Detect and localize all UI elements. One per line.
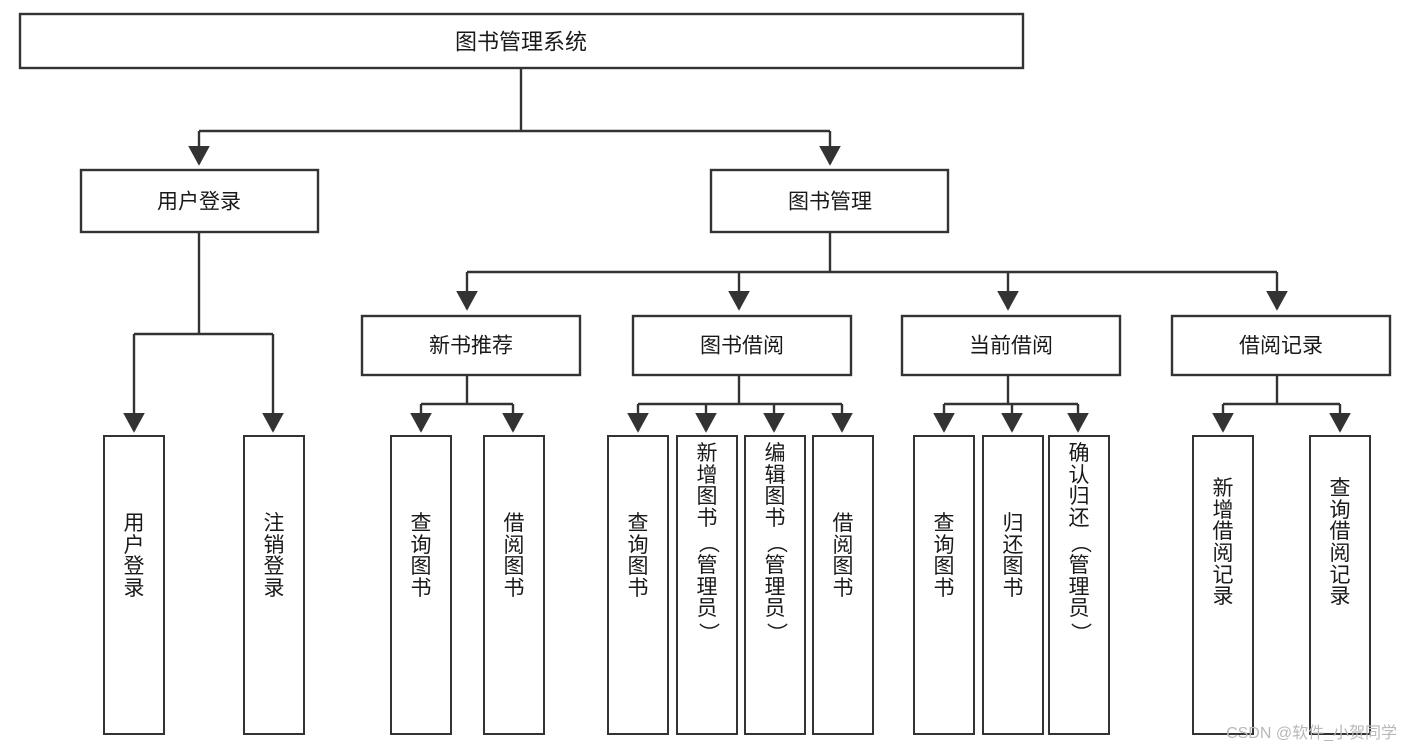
leaf-box-add-book[interactable]: [676, 435, 738, 735]
borrow-record-label: 借阅记录: [1239, 335, 1323, 358]
leaf-box-edit-book[interactable]: [744, 435, 806, 735]
node-current-borrow[interactable]: 当前借阅: [900, 314, 1122, 377]
node-root[interactable]: 图书管理系统: [18, 12, 1025, 70]
node-book-management[interactable]: 图书管理: [709, 168, 950, 234]
current-borrow-box[interactable]: [900, 314, 1122, 377]
book-borrow-label: 图书借阅: [700, 335, 784, 358]
edges-layer: [123, 68, 1351, 433]
root-label: 图书管理系统: [455, 30, 587, 55]
leaf-box-query-book-3[interactable]: [913, 435, 975, 735]
borrow-record-box[interactable]: [1170, 314, 1392, 377]
current-borrow-label: 当前借阅: [969, 335, 1053, 358]
user-login-label: 用户登录: [157, 191, 241, 214]
node-borrow-record[interactable]: 借阅记录: [1170, 314, 1392, 377]
leaf-box-logout[interactable]: [243, 435, 305, 735]
leaf-box-return-book[interactable]: [982, 435, 1044, 735]
new-book-recommend-box[interactable]: [360, 314, 582, 377]
leaf-box-query-record[interactable]: [1309, 435, 1371, 735]
node-new-book-recommend[interactable]: 新书推荐: [360, 314, 582, 377]
node-book-borrow[interactable]: 图书借阅: [631, 314, 853, 377]
book-management-label: 图书管理: [788, 191, 872, 214]
node-user-login[interactable]: 用户登录: [79, 168, 320, 234]
book-borrow-box[interactable]: [631, 314, 853, 377]
leaf-box-borrow-book-2[interactable]: [812, 435, 874, 735]
leaf-box-borrow-book-1[interactable]: [483, 435, 545, 735]
leaf-box-add-record[interactable]: [1192, 435, 1254, 735]
new-book-recommend-label: 新书推荐: [429, 335, 513, 358]
leaf-box-query-book-1[interactable]: [390, 435, 452, 735]
user-login-box[interactable]: [79, 168, 320, 234]
leaf-box-confirm-return[interactable]: [1048, 435, 1110, 735]
book-management-box[interactable]: [709, 168, 950, 234]
leaf-box-query-book-2[interactable]: [607, 435, 669, 735]
leaf-box-user-login[interactable]: [103, 435, 165, 735]
root-box[interactable]: [18, 12, 1025, 70]
